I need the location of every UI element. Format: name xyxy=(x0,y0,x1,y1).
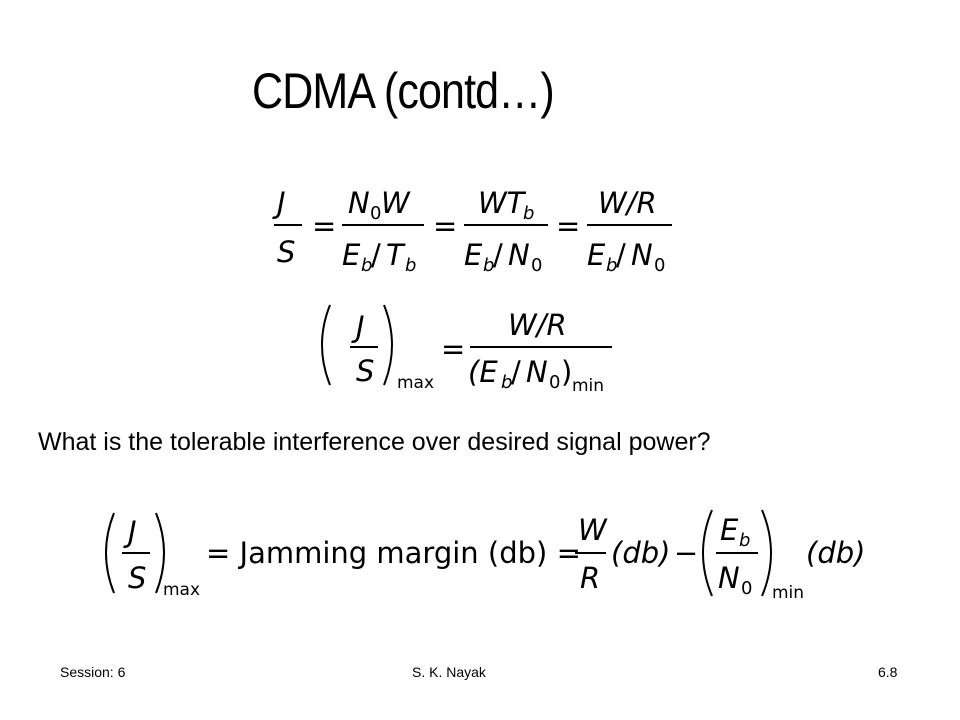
eq1-equals-3: = xyxy=(556,209,580,243)
equation-max-ratio: J S max = W/R (E b / N 0 ) min xyxy=(321,304,612,396)
eq1-term4-den-sub0: 0 xyxy=(654,255,665,276)
eq3-eb-num-subb: b xyxy=(739,530,750,551)
eq1-term3-den-N: N xyxy=(508,238,530,272)
eq1-term3-num-WT: WT xyxy=(478,186,527,220)
eq1-term2-num-sub0: 0 xyxy=(370,203,381,224)
eq3-db-2: (db) xyxy=(806,536,865,570)
eq1-term2-den-T: T xyxy=(386,238,406,272)
eq1-term4-den-N: N xyxy=(631,238,653,272)
eq1-term1-denominator: S xyxy=(277,235,295,269)
eq1-term4-den-slash: / xyxy=(616,238,626,272)
footer-slide-number: 6.8 xyxy=(878,664,898,680)
slide-title: CDMA (contd…) xyxy=(252,63,555,119)
eq3-left-paren xyxy=(105,512,115,594)
eq1-term2-den-subb: b xyxy=(361,255,372,276)
eq1-equals-2: = xyxy=(433,209,457,243)
eq3-eb-den-N: N xyxy=(718,561,740,595)
eq1-term3-den-E: E xyxy=(464,238,483,272)
eq2-rhs-den-E: (E xyxy=(468,355,498,389)
eq2-rhs-den-sub0: 0 xyxy=(549,372,560,393)
eq1-equals-1: = xyxy=(312,209,336,243)
eq2-rhs-sub-min: min xyxy=(572,376,604,396)
eq1-term3-num-subb: b xyxy=(523,203,534,224)
equation-jamming-margin: J S max = Jamming margin (db) = W R (db)… xyxy=(105,509,865,603)
eq1-term3-den-subb: b xyxy=(483,255,494,276)
eq1-term4-numerator: W/R xyxy=(598,186,657,220)
eq3-eb-right-paren xyxy=(761,509,772,597)
eq3-eb-left-paren xyxy=(702,509,713,597)
eq1-term2-num-W: W xyxy=(381,186,411,220)
eq1-term3-den-sub0: 0 xyxy=(531,255,542,276)
eq3-lhs-denominator: S xyxy=(128,561,146,595)
eq3-eb-sub-min: min xyxy=(772,583,804,603)
eq1-term4-den-E: E xyxy=(587,238,606,272)
eq3-frac-denominator: R xyxy=(580,561,600,595)
eq3-eb-num-E: E xyxy=(720,513,739,547)
footer-session: Session: 6 xyxy=(60,664,126,680)
eq1-term2-den-E: E xyxy=(342,238,361,272)
eq3-frac-numerator: W xyxy=(578,513,608,547)
eq3-lhs-numerator: J xyxy=(123,515,137,549)
eq2-left-paren xyxy=(321,304,331,386)
eq1-term2-den-slash: / xyxy=(371,238,381,272)
eq1-term2-den-subb2: b xyxy=(405,255,416,276)
eq2-equals: = xyxy=(441,332,465,366)
eq1-term3-den-slash: / xyxy=(493,238,503,272)
eq3-right-paren xyxy=(155,512,165,594)
eq2-rhs-numerator: W/R xyxy=(508,308,567,342)
footer-author: S. K. Nayak xyxy=(412,664,486,680)
eq2-rhs-den-slash: / xyxy=(511,355,521,389)
eq3-lhs-sub-max: max xyxy=(163,580,200,600)
eq2-right-paren xyxy=(383,304,393,386)
eq1-term2-num-N: N xyxy=(348,186,370,220)
eq2-rhs-den-subb: b xyxy=(501,372,512,393)
eq3-minus: − xyxy=(674,536,698,570)
eq1-term4-den-subb: b xyxy=(606,255,617,276)
eq3-db-1: (db) xyxy=(611,536,670,570)
question-text: What is the tolerable interference over … xyxy=(38,428,711,456)
equation-ratio-chain: J S = N 0 W E b / T b = WT b E b / N 0 =… xyxy=(272,186,672,276)
eq2-rhs-den-close: ) xyxy=(561,355,572,389)
eq2-lhs-sub-max: max xyxy=(397,373,434,393)
eq3-eb-den-sub0: 0 xyxy=(741,578,752,599)
eq1-term1-numerator: J xyxy=(272,186,286,220)
eq2-lhs-denominator: S xyxy=(356,354,374,388)
eq3-jamming-margin-text: = Jamming margin (db) = xyxy=(206,536,581,570)
eq2-rhs-den-N: N xyxy=(526,355,548,389)
eq2-lhs-numerator: J xyxy=(351,310,365,344)
